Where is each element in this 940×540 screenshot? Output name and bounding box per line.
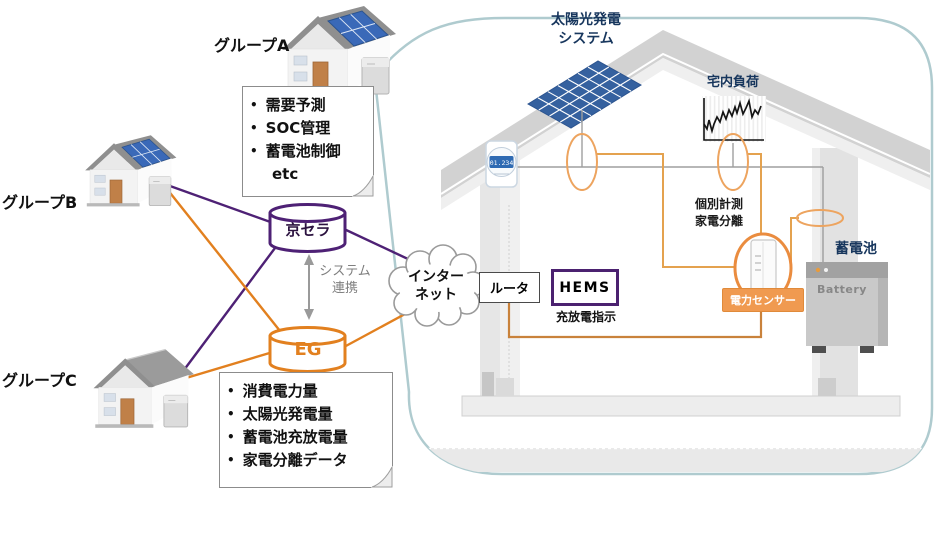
charge-control-wire	[507, 303, 763, 339]
system-link-label: システム 連携	[319, 264, 371, 296]
note-item-etc: etc	[272, 165, 299, 183]
charge-instruction-label: 充放電指示	[556, 310, 617, 324]
bullet-icon: •	[227, 430, 235, 444]
group-a-label: グループA	[214, 36, 290, 55]
note-item: 蓄電池制御	[265, 142, 341, 160]
note-control-functions: • 需要予測 • SOC管理 • 蓄電池制御 etc	[242, 86, 375, 198]
folded-corner-icon	[371, 466, 394, 489]
eg-db-cylinder	[268, 326, 347, 373]
hems-box: HEMS	[551, 269, 619, 306]
note-collected-data: • 消費電力量 • 太陽光発電量 • 蓄電池充放電量 • 家電分離データ	[219, 372, 394, 489]
router-box: ルータ	[479, 272, 540, 303]
internet-label: インター ネット	[408, 269, 464, 303]
battery-unit-label: Battery	[817, 283, 867, 296]
eg-db-label: EG	[294, 339, 322, 360]
group-b-label: グループB	[2, 193, 78, 212]
bullet-icon: •	[227, 407, 235, 421]
bullet-icon: •	[250, 121, 258, 135]
floor	[461, 395, 901, 417]
battery-unit	[806, 262, 888, 353]
note-item: 蓄電池充放電量	[242, 428, 348, 446]
ground-strip	[380, 447, 932, 472]
load-graph	[702, 96, 766, 142]
bullet-icon: •	[227, 453, 235, 467]
meter-reading: 01.234	[490, 159, 514, 167]
bullet-icon: •	[250, 144, 258, 158]
smart-meter: 01.234	[485, 140, 518, 188]
folded-corner-icon	[352, 175, 375, 198]
measurement-label: 個別計測 家電分離	[695, 197, 744, 228]
measurement-ellipses	[566, 133, 844, 227]
internet-cloud	[388, 244, 486, 327]
system-link-arrow	[304, 254, 314, 320]
home-load-label: 宅内負荷	[706, 75, 759, 90]
kyocera-db-label: 京セラ	[285, 221, 331, 239]
solar-panel	[527, 60, 642, 129]
pv-system-label: 太陽光発電 システム	[551, 12, 621, 47]
house-icon-group-b	[84, 134, 177, 207]
house-icon-group-c	[92, 348, 195, 429]
group-c-label: グループC	[2, 371, 77, 390]
battery-label-jp: 蓄電池	[835, 241, 877, 257]
note-item: 需要予測	[265, 96, 326, 114]
kyocera-db-cylinder	[268, 203, 347, 253]
note-item: 太陽光発電量	[242, 405, 333, 423]
note-item: SOC管理	[265, 119, 331, 137]
bullet-icon: •	[250, 98, 258, 112]
note-item: 家電分離データ	[242, 451, 348, 469]
power-sensor-label: 電力センサー	[722, 288, 804, 312]
bullet-icon: •	[227, 384, 235, 398]
note-item: 消費電力量	[242, 382, 318, 400]
house-icon-group-a	[281, 5, 397, 96]
